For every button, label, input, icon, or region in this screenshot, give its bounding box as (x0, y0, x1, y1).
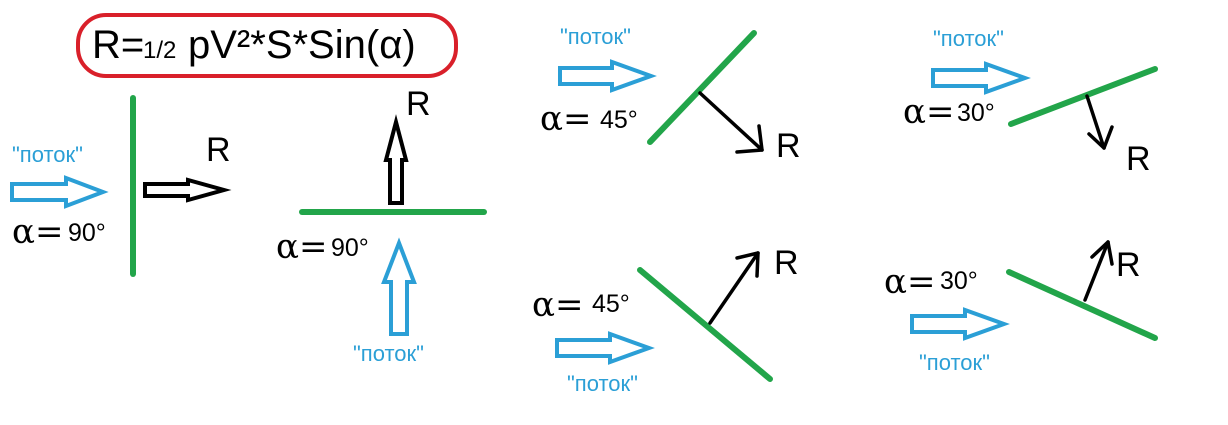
force-arrow (143, 177, 232, 203)
alpha-value: 90° (331, 234, 369, 262)
flow-label: "поток" (567, 371, 638, 396)
case-90-vertical-flow: R "поток" α= 90° (276, 85, 487, 366)
force-arrow (708, 251, 760, 325)
force-arrowhead (735, 251, 760, 278)
case-90-horizontal-flow: "поток" R α= 90° (10, 95, 232, 277)
flow-arrow (381, 237, 417, 336)
formula-main: R= (92, 23, 144, 67)
flow-arrow (555, 331, 655, 365)
flow-arrow (10, 175, 109, 209)
case-30-top: "поток" R α= 30° (903, 26, 1158, 178)
case-45-top: "поток" R α= 45° (540, 24, 801, 165)
force-label: R (1116, 246, 1141, 284)
flow-arrow (558, 59, 657, 93)
alpha-value: 30° (940, 267, 978, 295)
case-30-bottom: α= 30° "поток" R (884, 240, 1158, 375)
alpha-value: 45° (592, 290, 630, 318)
alpha-symbol: α= (903, 92, 954, 132)
force-arrowhead (1090, 240, 1114, 266)
force-label: R (776, 127, 801, 165)
flow-label: "поток" (353, 341, 424, 366)
force-arrow (383, 114, 409, 205)
flow-label: "поток" (12, 142, 83, 167)
alpha-value: 30° (957, 99, 995, 127)
flow-label: "поток" (560, 24, 631, 49)
flow-arrow (931, 61, 1031, 95)
plate (1006, 269, 1158, 341)
plate (1008, 66, 1158, 127)
alpha-symbol: α= (884, 262, 935, 302)
force-arrowhead (735, 124, 764, 154)
flow-arrow (910, 307, 1010, 341)
force-arrow (698, 91, 764, 152)
plate (637, 267, 773, 382)
formula-border (76, 13, 458, 78)
force-label: R (406, 85, 431, 123)
formula-fraction: 1/2 (143, 37, 176, 64)
force-label: R (206, 131, 231, 169)
alpha-symbol: α= (532, 285, 583, 325)
force-label: R (774, 244, 799, 282)
alpha-symbol: α= (540, 99, 591, 139)
case-45-bottom: α= 45° "поток" R (532, 244, 799, 396)
force-arrowhead (1087, 125, 1114, 150)
alpha-symbol: α= (276, 227, 327, 267)
formula-rest: pV²*S*Sin(α) (188, 23, 416, 67)
force-label: R (1126, 140, 1151, 178)
plate (647, 30, 757, 145)
alpha-value: 90° (68, 219, 106, 247)
alpha-value: 45° (600, 106, 638, 134)
flow-label: "поток" (933, 26, 1004, 51)
force-arrow (1083, 240, 1110, 302)
flow-label: "поток" (919, 350, 990, 375)
alpha-symbol: α= (12, 212, 63, 252)
formula-box: R= 1/2 pV²*S*Sin(α) (76, 13, 458, 78)
force-arrow (1085, 94, 1106, 150)
